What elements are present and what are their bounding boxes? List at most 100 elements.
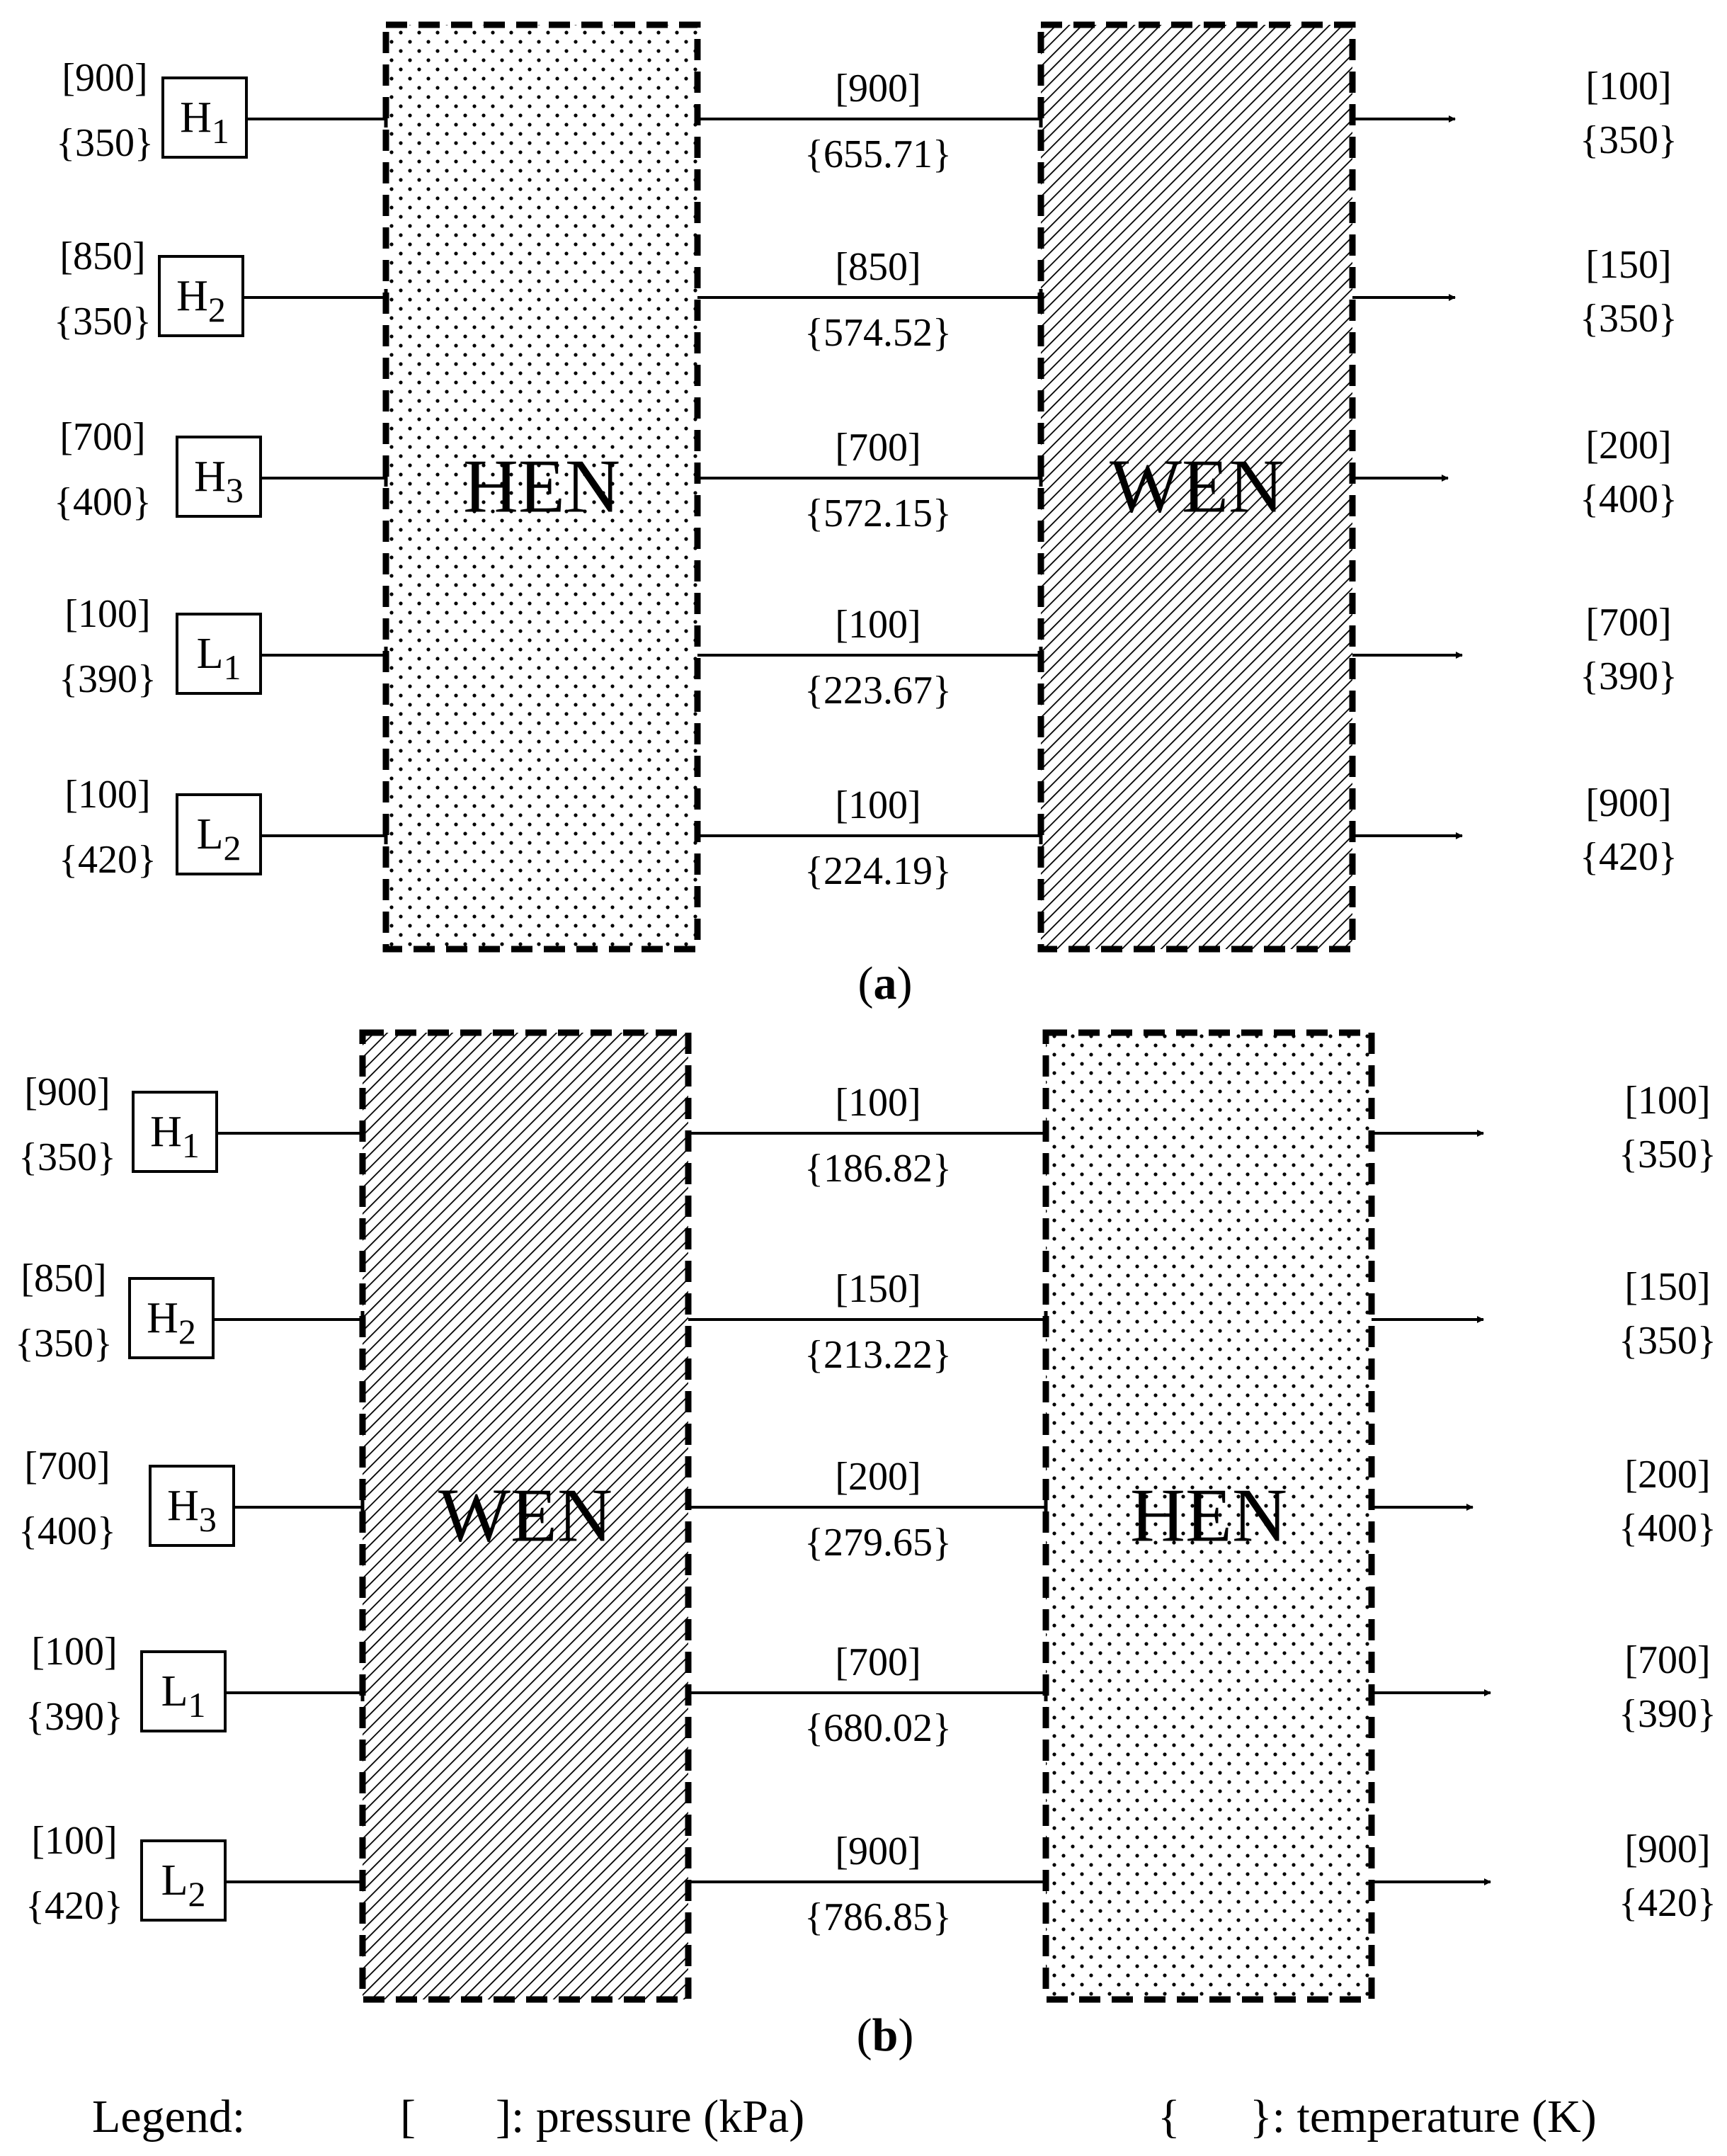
outlet-pressure: [200] [1624,1453,1710,1497]
inlet-pressure: [850] [59,234,145,278]
outlet-temperature: {400} [1619,1507,1716,1550]
inlet-pressure: [900] [62,56,147,100]
intermediate-temperature: {655.71} [804,132,952,176]
stream-l1: L1 [100] {390} [100] {223.67} [700] {390} [59,592,1677,713]
panel-label-letter: b [872,2009,899,2061]
hen-label: HEN [463,445,620,529]
stream-label: L1 [197,630,241,687]
intermediate-temperature: {574.52} [804,311,952,355]
outlet-temperature: {350} [1580,118,1677,162]
stream-subscript: 1 [188,1685,205,1725]
stream-letter: H [150,1108,182,1156]
stream-label: H1 [180,93,229,151]
stream-h2: H2 [850] {350} [150] {213.22} [150] {350} [15,1256,1716,1377]
inlet-temperature: {350} [18,1135,116,1179]
hen-block [382,21,701,953]
outlet-temperature: {420} [1580,835,1677,879]
stream-letter: L [197,810,224,858]
intermediate-pressure: [900] [835,1829,921,1873]
outlet-pressure: [100] [1624,1079,1710,1123]
intermediate-pressure: [100] [835,1081,921,1125]
stream-subscript: 1 [223,647,241,687]
legend-title: Legend: [92,2091,245,2143]
inlet-pressure: [100] [31,1630,117,1674]
outlet-pressure: [150] [1585,243,1671,287]
intermediate-temperature: {786.85} [804,1895,952,1939]
stream-letter: L [161,1667,188,1715]
inlet-temperature: {350} [56,121,154,165]
stream-subscript: 3 [199,1499,217,1539]
inlet-temperature: {390} [25,1695,123,1739]
panel-label: (b) [857,2009,914,2061]
outlet-pressure: [700] [1624,1638,1710,1682]
stream-label: L1 [161,1667,206,1725]
outlet-temperature: {420} [1619,1881,1716,1925]
stream-box [176,613,262,695]
legend-temperature-label: }: temperature (K) [1250,2091,1597,2143]
intermediate-temperature: {279.65} [804,1521,952,1565]
outlet-temperature: {350} [1619,1319,1716,1363]
inlet-temperature: {390} [59,657,156,701]
stream-box [176,436,262,518]
intermediate-pressure: [200] [835,1455,921,1499]
inlet-pressure: [850] [21,1256,106,1300]
stream-label: H2 [176,272,226,329]
inlet-pressure: [700] [59,415,145,459]
intermediate-pressure: [850] [835,245,921,289]
stream-letter: H [167,1482,199,1530]
stream-h3: H3[700]{400}[700]{572.15}[200]{400} [54,415,1677,535]
panel-label-open: ( [858,958,874,1009]
stream-letter: H [180,93,212,142]
inlet-pressure: [100] [64,592,150,636]
outlet-pressure: [200] [1585,424,1671,467]
intermediate-temperature: {224.19} [804,849,952,893]
stream-letter: L [197,630,224,678]
stream-label: H3 [194,453,244,510]
stream-box [140,1839,227,1922]
inlet-temperature: {400} [18,1509,116,1553]
inlet-pressure: [100] [31,1819,117,1863]
stream-letter: H [194,453,226,501]
intermediate-pressure: [700] [835,1640,921,1684]
outlet-pressure: [700] [1585,601,1671,645]
stream-letter: H [147,1294,178,1342]
inlet-temperature: {350} [54,300,152,344]
stream-label: L2 [161,1856,206,1914]
inlet-pressure: [700] [24,1444,110,1488]
intermediate-pressure: [150] [835,1267,921,1311]
outlet-temperature: {390} [1580,654,1677,698]
intermediate-temperature: {213.22} [804,1333,952,1377]
intermediate-temperature: {223.67} [804,669,952,713]
stream-h2: H2[850]{350}[850]{574.52}[150]{350} [54,234,1677,355]
inlet-pressure: [100] [64,773,150,817]
stream-subscript: 1 [212,111,229,151]
hen-label: HEN [1130,1474,1287,1558]
stream-h1: H1[900]{350}[100]{186.82}[100]{350} [18,1070,1716,1191]
intermediate-pressure: [700] [835,426,921,470]
outlet-pressure: [900] [1585,781,1671,825]
stream-l2: L2[100]{420}[900]{786.85}[900]{420} [25,1819,1716,1939]
inlet-temperature: {400} [54,480,152,524]
wen-label: WEN [1110,445,1284,529]
inlet-temperature: {420} [59,838,156,882]
stream-box [161,76,248,159]
outlet-temperature: {350} [1619,1133,1716,1176]
outlet-pressure: [150] [1624,1265,1710,1309]
outlet-pressure: [900] [1624,1827,1710,1871]
inlet-temperature: {350} [15,1322,113,1366]
inlet-pressure: [900] [24,1070,110,1114]
stream-subscript: 2 [188,1874,205,1914]
panel-label-open: ( [857,2009,872,2061]
stream-subscript: 3 [226,470,244,510]
wen-label: WEN [438,1474,612,1558]
outlet-temperature: {400} [1580,477,1677,521]
intermediate-pressure: [100] [835,783,921,827]
stream-subscript: 2 [208,290,226,329]
legend-pressure-bracket: [ [400,2091,416,2143]
intermediate-pressure: [100] [835,603,921,647]
stream-l2: L2[100]{420}[100]{224.19}[900]{420} [59,773,1677,893]
panel-label-close: ) [898,2009,913,2061]
stream-label: H2 [147,1294,196,1351]
wen-block [1037,21,1356,953]
